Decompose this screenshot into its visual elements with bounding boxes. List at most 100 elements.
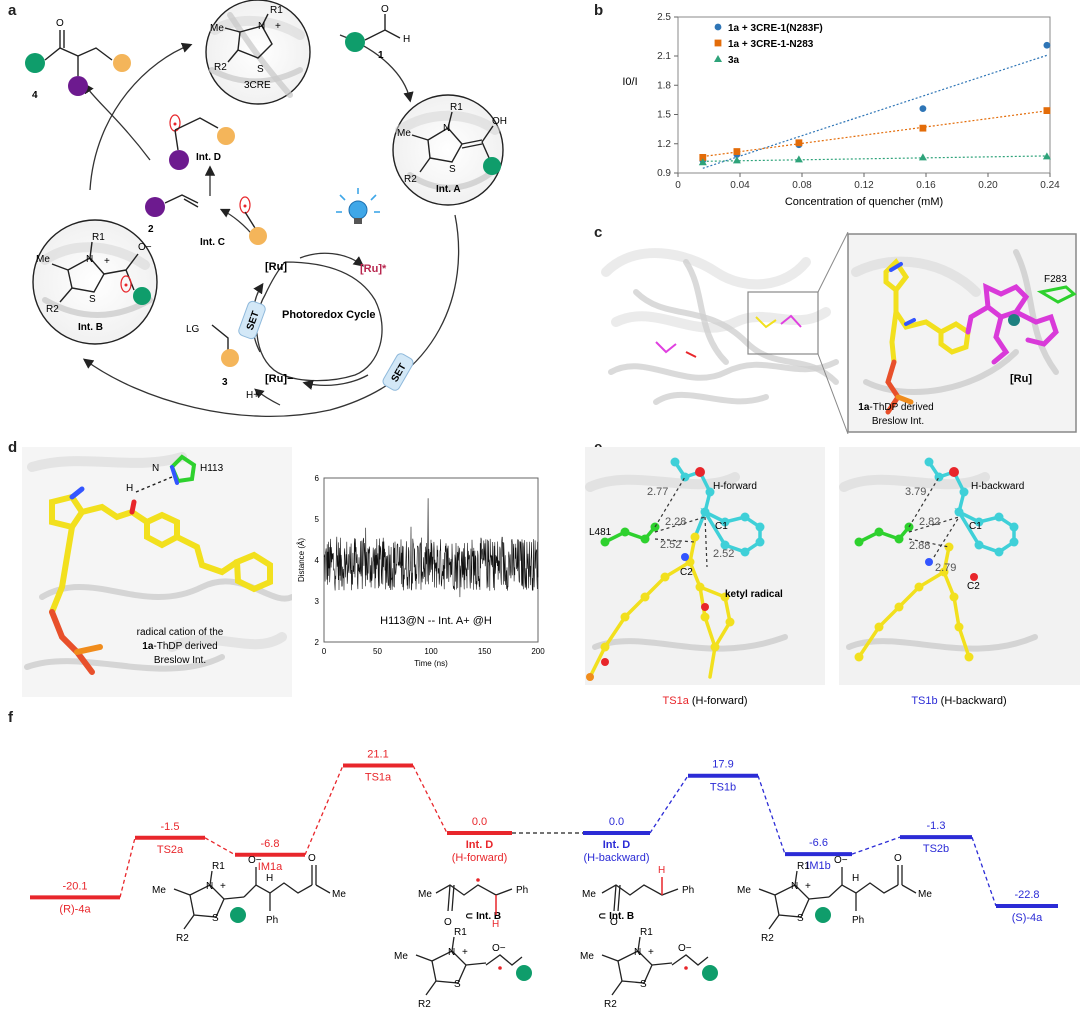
- data-point: [1042, 152, 1051, 160]
- energy-value: 0.0: [472, 816, 487, 828]
- svg-text:R2: R2: [604, 999, 617, 1010]
- panel-letter-f: f: [8, 709, 13, 726]
- svg-text:S: S: [257, 64, 264, 75]
- svg-text:N: N: [152, 463, 159, 474]
- svg-text:O−: O−: [492, 943, 506, 954]
- svg-text:S: S: [797, 913, 804, 924]
- x-tick-label: 0.12: [854, 180, 874, 191]
- energy-label: TS1a: [365, 771, 392, 783]
- svg-text:Me: Me: [394, 951, 408, 962]
- svg-text:2: 2: [148, 224, 154, 235]
- svg-text:R1: R1: [797, 861, 810, 872]
- md-x-label: Time (ns): [414, 659, 448, 668]
- svg-text:2.82: 2.82: [919, 516, 940, 528]
- fit-line: [702, 110, 1047, 158]
- svg-text:S: S: [449, 164, 456, 175]
- svg-text:N: N: [443, 123, 450, 134]
- data-point: [732, 156, 741, 164]
- md-y-tick: 5: [315, 515, 320, 524]
- svg-text:O: O: [610, 917, 618, 928]
- y-tick-label: 1.2: [657, 139, 671, 150]
- md-y-label: Distance (Å): [297, 538, 306, 582]
- energy-label: Int. D: [603, 839, 631, 851]
- data-point: [733, 148, 741, 155]
- energy-value: -1.3: [927, 820, 946, 832]
- panel-c-protein: F283 [Ru] 1a-ThDP derived Breslow Int.: [601, 232, 1077, 434]
- data-point: [918, 153, 927, 161]
- svg-text:S: S: [212, 913, 219, 924]
- md-x-tick: 150: [478, 647, 492, 656]
- data-point: [795, 139, 803, 147]
- svg-text:Me: Me: [918, 889, 932, 900]
- svg-text:ketyl radical: ketyl radical: [725, 589, 783, 600]
- svg-text:Int. D: Int. D: [196, 152, 221, 163]
- fit-line: [702, 54, 1048, 169]
- svg-text:Int. A: Int. A: [436, 184, 461, 195]
- legend-label: 3a: [728, 55, 740, 66]
- svg-text:[Ru]*: [Ru]*: [360, 263, 387, 275]
- svg-text:Int. C: Int. C: [200, 237, 225, 248]
- svg-text:Me: Me: [418, 889, 432, 900]
- svg-text:H113: H113: [200, 463, 224, 474]
- x-tick-label: 0.04: [730, 180, 750, 191]
- svg-text:+: +: [275, 21, 281, 32]
- x-tick-label: 0.08: [792, 180, 812, 191]
- svg-text:O: O: [894, 853, 902, 864]
- svg-text:Me: Me: [397, 128, 411, 139]
- svg-text:2.79: 2.79: [935, 562, 956, 574]
- svg-text:2.28: 2.28: [665, 516, 686, 528]
- y-tick-label: 1.8: [657, 80, 671, 91]
- svg-text:4: 4: [32, 90, 38, 101]
- svg-text:+: +: [220, 881, 226, 892]
- int-b-tag: ⊂ Int. B: [465, 911, 501, 922]
- legend-marker: [714, 39, 722, 47]
- md-y-tick: 2: [315, 638, 320, 647]
- energy-value: 21.1: [367, 748, 388, 760]
- svg-text:2.77: 2.77: [647, 486, 668, 498]
- data-point: [794, 155, 803, 163]
- svg-text:+: +: [104, 256, 110, 267]
- svg-text:O: O: [444, 917, 452, 928]
- svg-text:O: O: [308, 853, 316, 864]
- panel-letter-b: b: [594, 2, 604, 19]
- energy-value: -6.8: [261, 838, 280, 850]
- svg-text:H-backward: H-backward: [971, 481, 1024, 492]
- svg-text:R2: R2: [214, 62, 227, 73]
- svg-text:R1: R1: [454, 927, 467, 938]
- x-tick-label: 0.16: [916, 180, 936, 191]
- svg-text:[Ru]−: [Ru]−: [265, 373, 293, 385]
- svg-text:Ph: Ph: [852, 915, 864, 926]
- energy-value: -6.6: [809, 837, 828, 849]
- svg-text:L481: L481: [589, 527, 612, 538]
- x-tick-label: 0: [675, 180, 681, 191]
- svg-text:radical cation of the: radical cation of the: [137, 627, 224, 638]
- svg-text:O−: O−: [678, 943, 692, 954]
- svg-text:H+: H+: [246, 390, 259, 401]
- legend-label: 1a + 3CRE-1-N283: [728, 39, 814, 50]
- energy-connector: [971, 836, 997, 907]
- md-x-tick: 100: [424, 647, 438, 656]
- svg-text:2.52: 2.52: [660, 539, 681, 551]
- y-tick-label: 0.9: [657, 168, 671, 179]
- energy-connector: [649, 775, 689, 834]
- svg-text:Ph: Ph: [682, 885, 694, 896]
- svg-text:3.79: 3.79: [905, 486, 926, 498]
- md-trace: [323, 498, 539, 598]
- svg-text:R2: R2: [418, 999, 431, 1010]
- svg-text:O: O: [56, 18, 64, 29]
- md-y-tick: 6: [315, 474, 320, 483]
- energy-profile: -20.1(R)-4a-1.5TS2a-6.8IM1a21.1TS1a0.0In…: [30, 748, 1058, 1010]
- svg-text:Me: Me: [210, 23, 224, 34]
- energy-value: 0.0: [609, 816, 624, 828]
- svg-text:1a-ThDP derived: 1a-ThDP derived: [858, 402, 933, 413]
- data-point: [1043, 41, 1051, 49]
- data-point: [1043, 107, 1051, 114]
- svg-text:F283: F283: [1044, 274, 1067, 285]
- y-tick-label: 2.1: [657, 51, 671, 62]
- svg-text:Breslow Int.: Breslow Int.: [872, 416, 924, 427]
- svg-text:R1: R1: [640, 927, 653, 938]
